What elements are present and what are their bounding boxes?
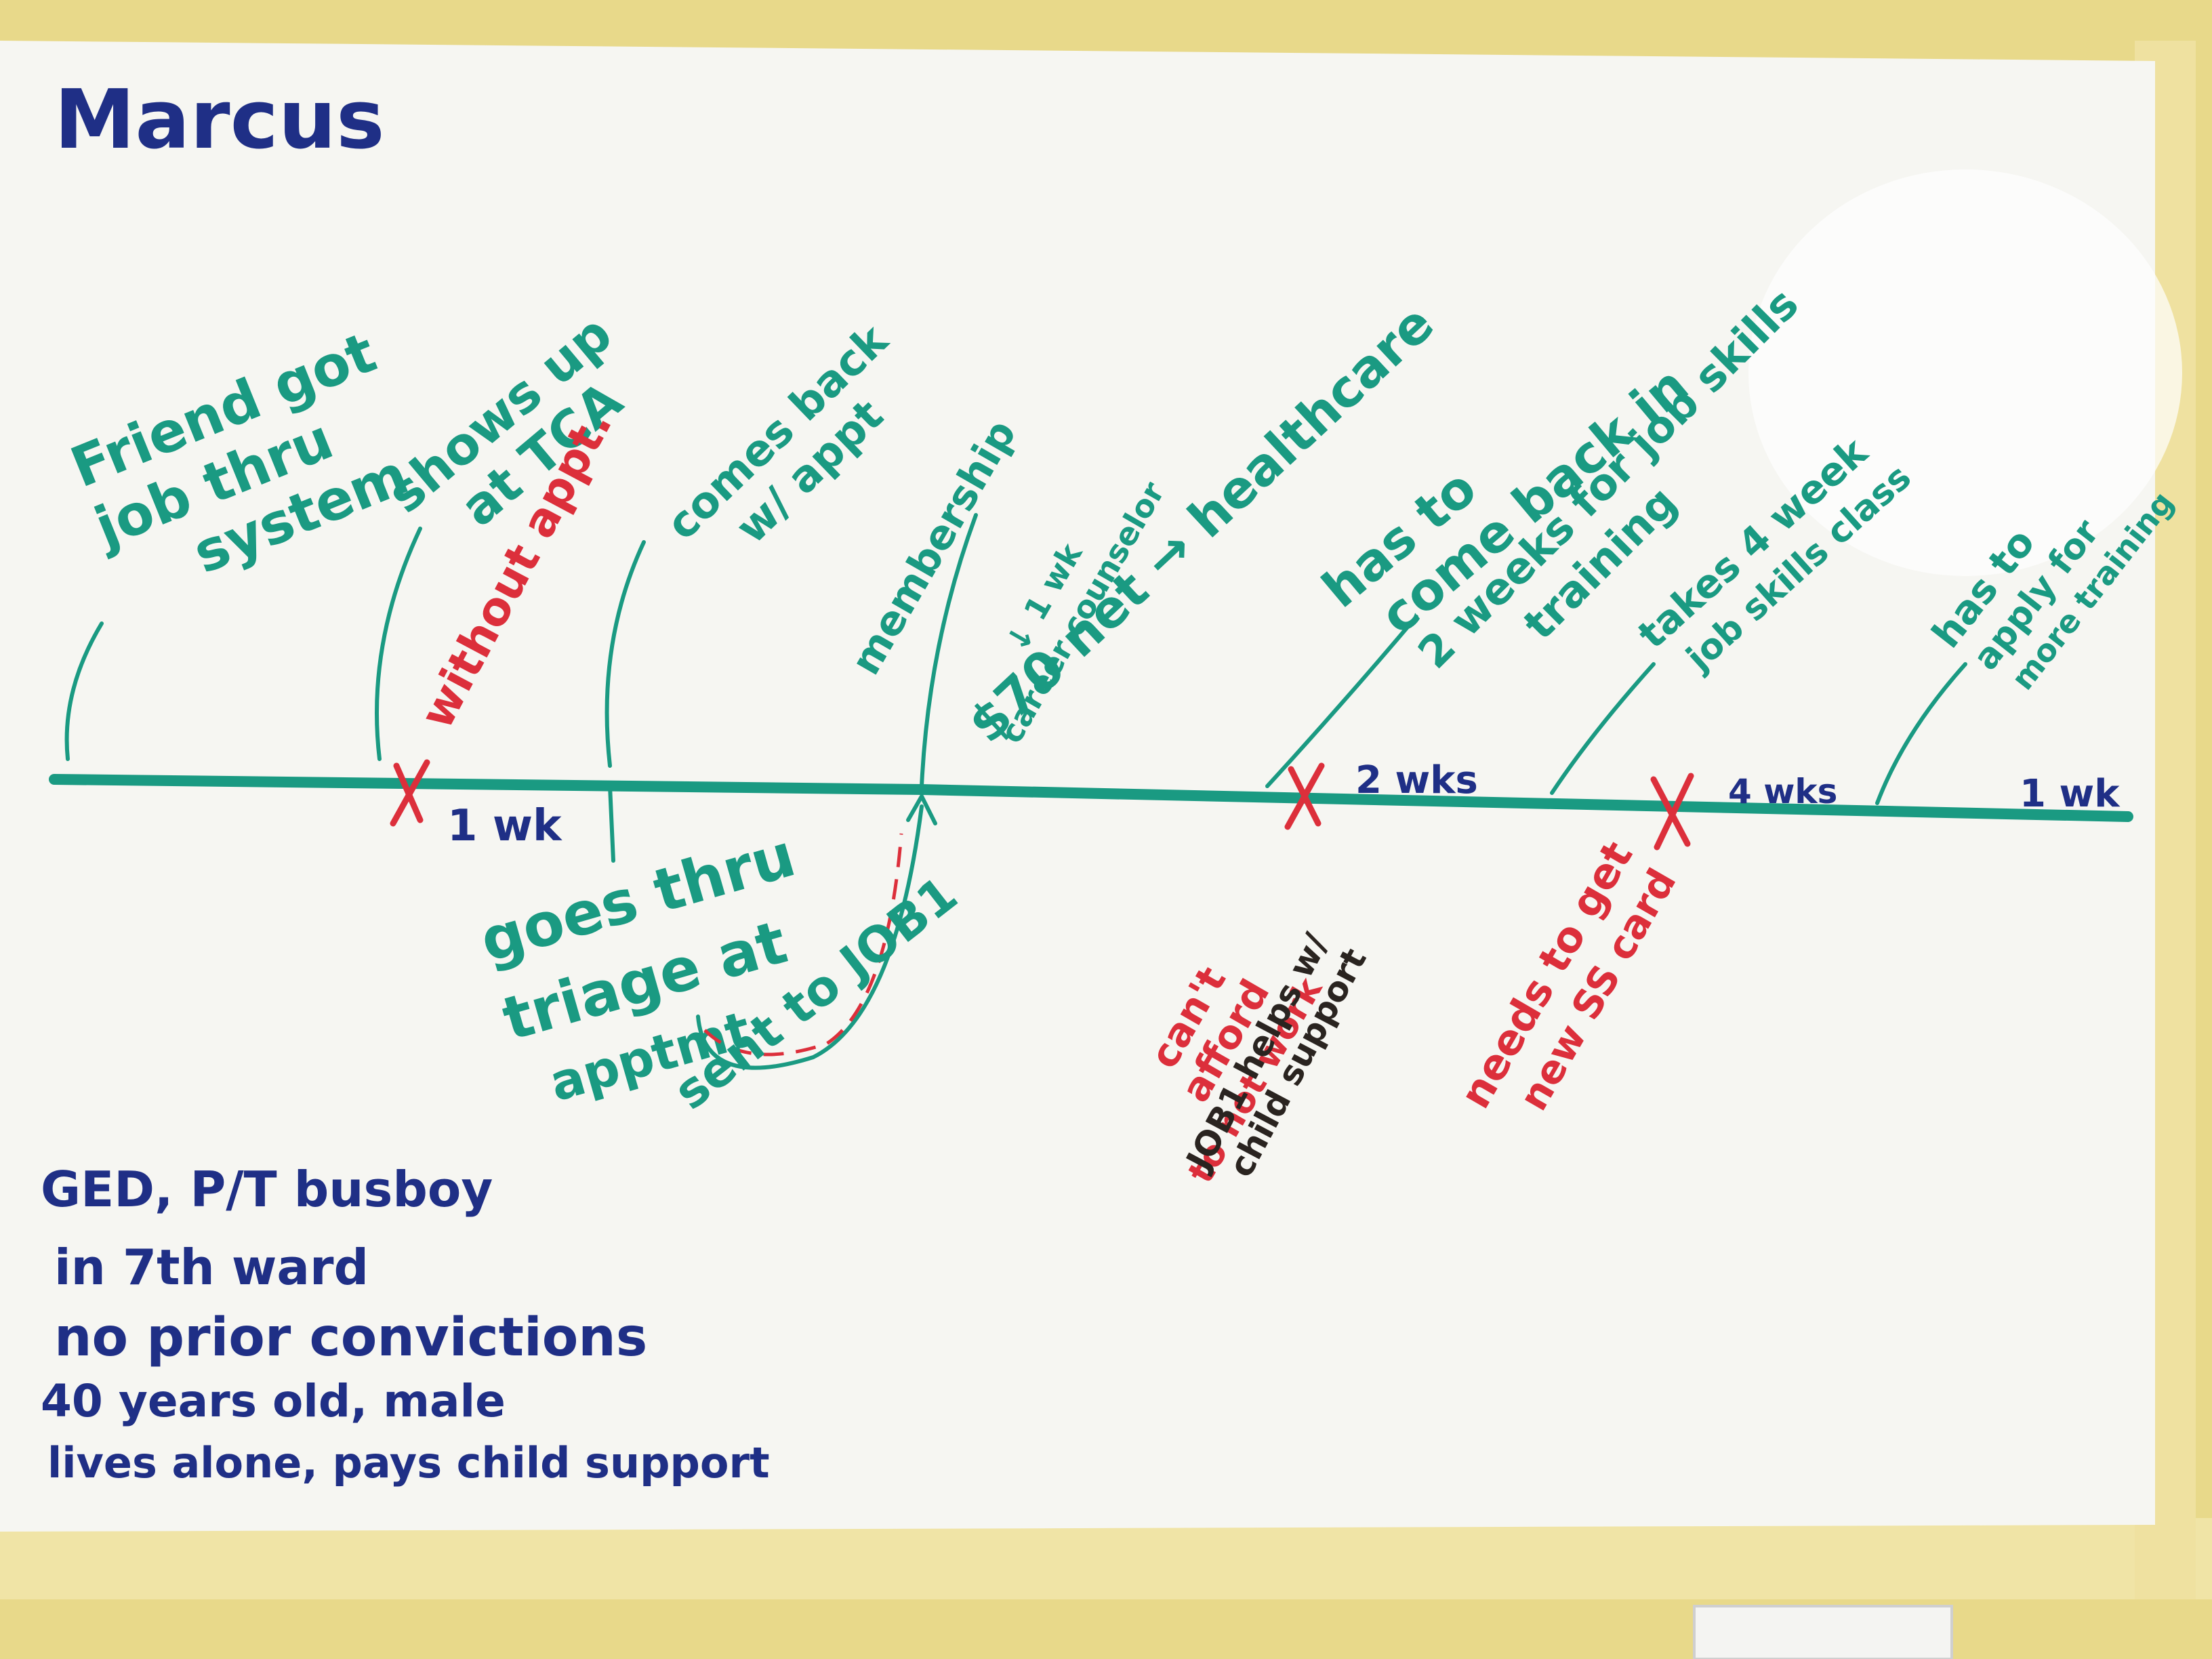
- wall-outlet: [1693, 1605, 1953, 1659]
- duration-4: 1 wk: [2020, 772, 2121, 816]
- arrow-shows-up: [375, 527, 422, 761]
- duration-1: 1 wk: [447, 801, 562, 851]
- duration-3: 4 wks: [1728, 772, 1837, 811]
- red-dashed-path: [703, 833, 903, 1057]
- profile-line-2: in 7th ward: [54, 1239, 369, 1296]
- arrow-job-skills: [1550, 662, 1656, 795]
- connector-triage: [608, 784, 615, 863]
- profile-line-4: 40 years old, male: [41, 1375, 506, 1427]
- event-arrows: [64, 513, 1967, 805]
- duration-2: 2 wks: [1355, 758, 1478, 802]
- profile-line-1: GED, P/T busboy: [41, 1161, 493, 1218]
- profile-notes: GED, P/T busboy in 7th ward no prior con…: [41, 1161, 770, 1488]
- arrow-apply-more: [1875, 662, 1967, 805]
- glare: [1748, 169, 2182, 576]
- arrow-comes-back: [605, 540, 646, 768]
- event-cant-afford: can't afford to not work: [1141, 959, 1331, 1190]
- profile-line-5: lives alone, pays child support: [47, 1438, 770, 1488]
- arrow-come-back-in: [1265, 615, 1418, 788]
- tape-bottom: [0, 1518, 2212, 1599]
- whiteboard-sheet: [0, 41, 2155, 1532]
- timeline-line: [49, 774, 2133, 822]
- x-mark-2: [1284, 762, 1325, 830]
- profile-line-3: no prior convictions: [54, 1307, 647, 1368]
- arrow-membership: [920, 513, 978, 788]
- x-mark-1: [390, 759, 430, 827]
- arrow-friend: [64, 621, 104, 761]
- page-title: Marcus: [54, 73, 385, 167]
- curve-arrowhead: [906, 794, 937, 825]
- curve-to-job1: [696, 804, 924, 1070]
- x-mark-3: [1650, 773, 1694, 851]
- x-marks: [390, 759, 1694, 851]
